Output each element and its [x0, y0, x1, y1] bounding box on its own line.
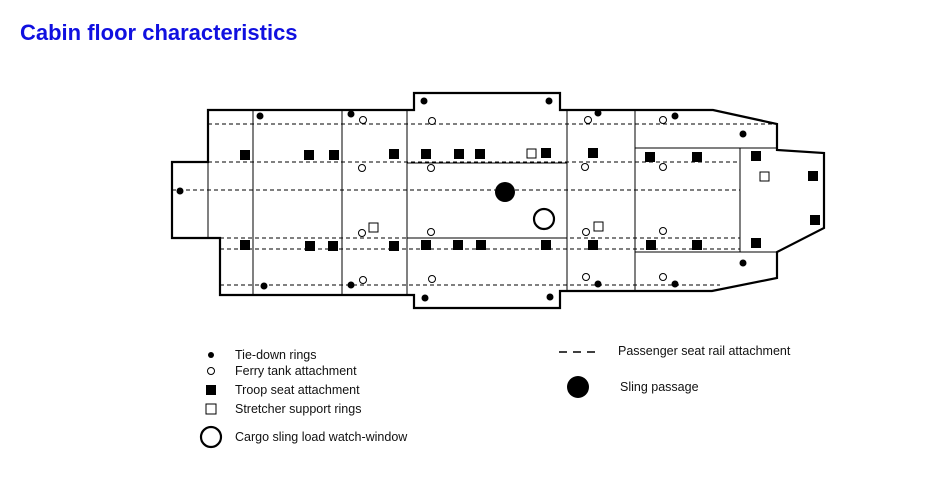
ferry-tank-point — [427, 228, 435, 236]
legend-label-seat-rail: Passenger seat rail attachment — [618, 344, 791, 358]
stretcher-ring — [368, 222, 379, 233]
ferry-tank-point — [428, 117, 436, 125]
troop-seat-point — [454, 149, 464, 159]
troop-seat-point — [541, 240, 551, 250]
stretcher-support-rings — [368, 148, 770, 233]
legend-item-troop-seat: Troop seat attachment — [204, 383, 360, 397]
page-title: Cabin floor characteristics — [20, 20, 298, 45]
open-large-circle-icon — [199, 425, 223, 449]
tie-down-ring — [739, 259, 747, 267]
ferry-tank-point — [659, 163, 667, 171]
troop-seat-point — [240, 150, 250, 160]
troop-seat-point — [453, 240, 463, 250]
troop-seat-point — [808, 171, 818, 181]
legend-item-tie-down: Tie-down rings — [204, 348, 317, 362]
tie-down-ring — [739, 130, 747, 138]
tie-down-ring — [260, 282, 268, 290]
filled-large-circle-icon — [567, 376, 589, 398]
troop-seat-point — [389, 241, 399, 251]
troop-seat-attachments — [240, 148, 820, 251]
tie-down-ring — [546, 293, 554, 301]
tie-down-rings — [176, 97, 747, 302]
ferry-tank-point — [584, 116, 592, 124]
troop-seat-point — [810, 215, 820, 225]
ferry-tank-point — [659, 227, 667, 235]
legend-item-watch-window: Cargo sling load watch-window — [198, 424, 407, 450]
troop-seat-point — [389, 149, 399, 159]
troop-seat-point — [541, 148, 551, 158]
troop-seat-point — [588, 240, 598, 250]
sling-passage — [495, 182, 515, 202]
frame-lines — [207, 110, 777, 295]
tie-down-ring — [594, 109, 602, 117]
filled-small-circle-icon — [208, 352, 214, 358]
troop-seat-point — [476, 240, 486, 250]
tie-down-ring — [594, 280, 602, 288]
legend-label-troop-seat: Troop seat attachment — [235, 383, 360, 397]
ferry-tank-point — [581, 163, 589, 171]
tie-down-ring — [671, 280, 679, 288]
tie-down-ring — [347, 281, 355, 289]
ferry-tank-point — [659, 273, 667, 281]
troop-seat-point — [240, 240, 250, 250]
legend-label-tie-down: Tie-down rings — [235, 348, 317, 362]
stretcher-ring — [759, 171, 770, 182]
ferry-tank-point — [358, 229, 366, 237]
ferry-tank-point — [359, 276, 367, 284]
tie-down-ring — [671, 112, 679, 120]
legend-label-sling-passage: Sling passage — [620, 380, 699, 394]
cargo-sling-watch-window — [532, 207, 556, 231]
ferry-tank-point — [359, 116, 367, 124]
tie-down-ring — [421, 294, 429, 302]
legend-label-watch-window: Cargo sling load watch-window — [235, 430, 408, 444]
ferry-tank-point — [358, 164, 366, 172]
ferry-tank-point — [582, 273, 590, 281]
troop-seat-point — [692, 152, 702, 162]
ferry-tank-attachments — [358, 116, 667, 284]
legend-label-stretcher: Stretcher support rings — [235, 402, 362, 416]
tie-down-ring — [545, 97, 553, 105]
troop-seat-point — [329, 150, 339, 160]
tie-down-ring — [347, 110, 355, 118]
troop-seat-point — [692, 240, 702, 250]
legend-item-ferry-tank: Ferry tank attachment — [204, 364, 357, 378]
tie-down-ring — [176, 187, 184, 195]
tie-down-ring — [256, 112, 264, 120]
open-small-circle-icon — [207, 367, 215, 375]
legend-item-stretcher: Stretcher support rings — [204, 402, 361, 416]
legend-item-seat-rail: Passenger seat rail attachment — [558, 344, 790, 358]
troop-seat-point — [475, 149, 485, 159]
legend-item-sling-passage: Sling passage — [566, 375, 699, 399]
stretcher-ring — [526, 148, 537, 159]
ferry-tank-point — [582, 228, 590, 236]
open-square-icon — [205, 403, 217, 415]
troop-seat-point — [421, 240, 431, 250]
dashed-line-icon — [559, 351, 600, 353]
troop-seat-point — [751, 151, 761, 161]
troop-seat-point — [645, 152, 655, 162]
stretcher-ring — [593, 221, 604, 232]
troop-seat-point — [646, 240, 656, 250]
troop-seat-point — [751, 238, 761, 248]
troop-seat-point — [421, 149, 431, 159]
ferry-tank-point — [428, 275, 436, 283]
troop-seat-point — [305, 241, 315, 251]
troop-seat-point — [328, 241, 338, 251]
ferry-tank-point — [427, 164, 435, 172]
troop-seat-point — [588, 148, 598, 158]
floor-outline — [170, 91, 826, 310]
tie-down-ring — [420, 97, 428, 105]
filled-square-icon — [206, 385, 216, 395]
ferry-tank-point — [659, 116, 667, 124]
legend-label-ferry-tank: Ferry tank attachment — [235, 364, 357, 378]
troop-seat-point — [304, 150, 314, 160]
